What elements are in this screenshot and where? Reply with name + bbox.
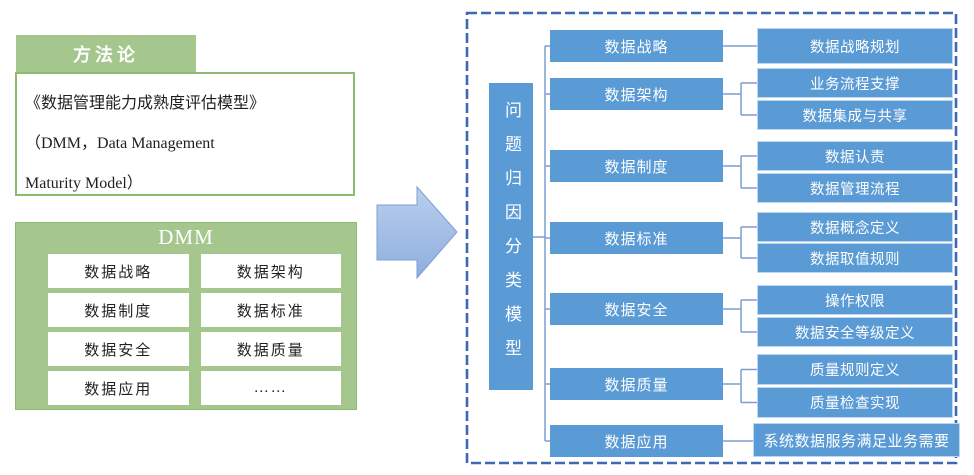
model-root-box: 问题归因分类模型: [489, 83, 533, 390]
methodology-description-box: 《数据管理能力成熟度评估模型》 （DMM，Data Management Mat…: [15, 72, 355, 196]
leaf-box-quality-check-implementation: 质量检查实现: [757, 387, 953, 418]
methodology-line-1: 《数据管理能力成熟度评估模型》: [25, 95, 266, 112]
leaf-box-data-management-process: 数据管理流程: [757, 173, 953, 203]
category-box-strategy: 数据战略: [550, 30, 723, 62]
dmm-cell-data-architecture: 数据架构: [200, 254, 341, 288]
category-box-application: 数据应用: [550, 425, 723, 457]
leaf-box-data-accountability: 数据认责: [757, 141, 953, 171]
category-box-policy: 数据制度: [550, 150, 723, 182]
category-box-security: 数据安全: [550, 293, 723, 325]
category-box-standard: 数据标准: [550, 222, 723, 254]
dmm-cell-data-security: 数据安全: [48, 332, 189, 366]
leaf-box-business-process-support: 业务流程支撑: [757, 68, 953, 98]
dmm-cell-data-policy: 数据制度: [48, 293, 189, 327]
dmm-title: DMM: [158, 225, 214, 249]
leaf-box-data-concept-definition: 数据概念定义: [757, 212, 953, 242]
leaf-box-data-value-rules: 数据取值规则: [757, 243, 953, 273]
methodology-header: 方法论: [16, 35, 196, 72]
dmm-box: DMM 数据战略 数据架构 数据制度 数据标准 数据安全 数据质量 数据应用 ……: [15, 222, 357, 410]
transform-arrow-icon: [376, 185, 458, 280]
leaf-box-system-data-service: 系统数据服务满足业务需要: [753, 423, 960, 457]
category-box-architecture: 数据架构: [550, 78, 723, 110]
dmm-cell-data-application: 数据应用: [48, 371, 189, 405]
leaf-box-data-security-level: 数据安全等级定义: [757, 317, 953, 347]
dmm-cell-data-standard: 数据标准: [200, 293, 341, 327]
leaf-box-strategy-planning: 数据战略规划: [757, 28, 953, 64]
leaf-box-operation-permission: 操作权限: [757, 285, 953, 315]
methodology-line-2: （DMM，Data Management: [25, 135, 215, 152]
dmm-cell-data-quality: 数据质量: [200, 332, 341, 366]
category-box-quality: 数据质量: [550, 368, 723, 400]
leaf-box-quality-rule-definition: 质量规则定义: [757, 354, 953, 385]
methodology-line-3: Maturity Model）: [25, 175, 143, 192]
dmm-cell-data-strategy: 数据战略: [48, 254, 189, 288]
dmm-cell-ellipsis: ……: [200, 371, 341, 405]
dmm-grid: 数据战略 数据架构 数据制度 数据标准 数据安全 数据质量 数据应用 ……: [48, 254, 341, 405]
leaf-box-data-integration-sharing: 数据集成与共享: [757, 100, 953, 130]
